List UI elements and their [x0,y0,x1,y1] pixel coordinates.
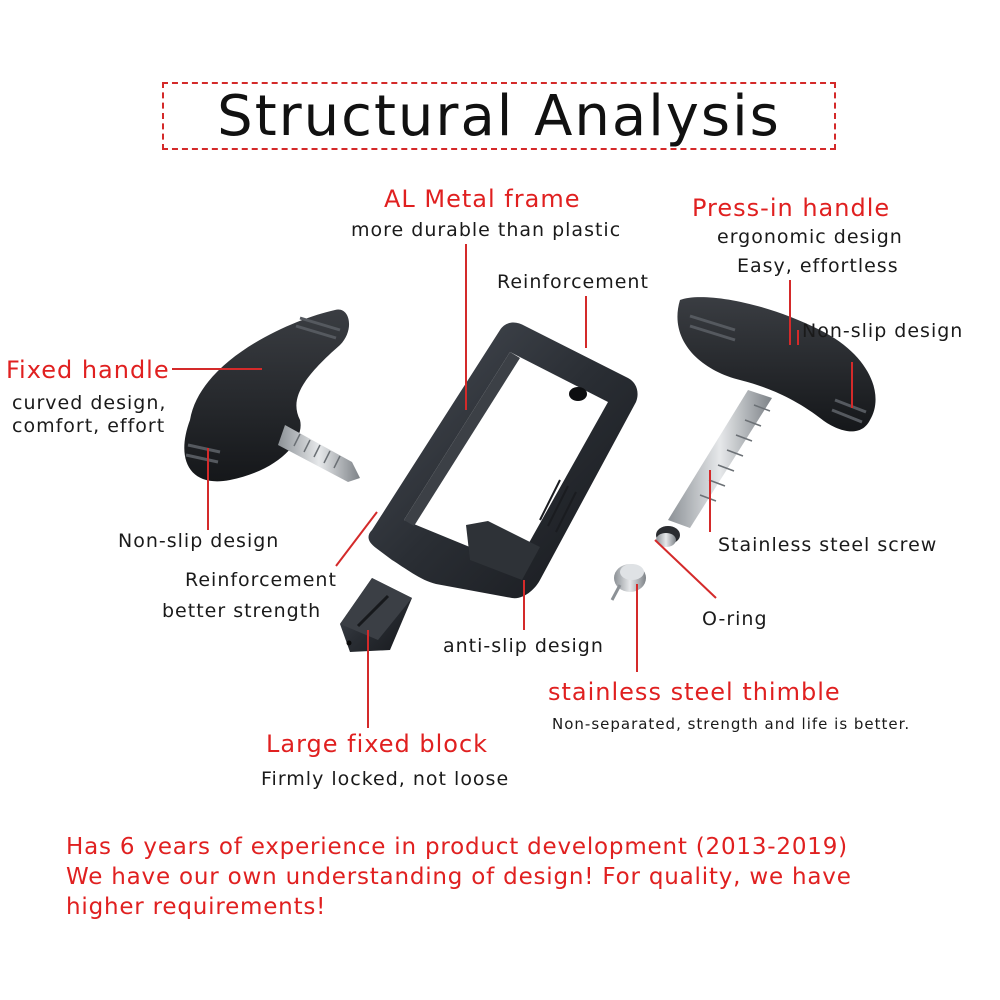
anti-slip-label: anti-slip design [443,635,604,657]
fixed-handle-subtitle-1: curved design, [12,392,167,414]
reinforcement-top-label: Reinforcement [497,271,649,293]
press-handle-subtitle-2: Easy, effortless [737,255,899,277]
fixed-handle-part [184,309,350,482]
block-title: Large fixed block [266,730,489,758]
fixed-handle-title: Fixed handle [6,356,170,384]
stainless-steel-screw-part [656,390,772,547]
press-handle-title: Press-in handle [692,194,891,222]
fixed-handle-screw [278,425,360,482]
reinforcement-left-subtitle: better strength [162,600,322,622]
thimble-subtitle: Non-separated, strength and life is bett… [552,715,911,733]
footer-line-1: Has 6 years of experience in product dev… [66,834,848,860]
steel-thimble-part [610,564,646,601]
al-frame-subtitle: more durable than plastic [351,219,622,241]
press-handle-subtitle-1: ergonomic design [717,226,903,248]
footer-line-2: We have our own understanding of design!… [66,864,852,890]
press-in-handle-part [677,297,876,432]
thimble-title: stainless steel thimble [548,678,841,706]
block-subtitle: Firmly locked, not loose [261,768,510,790]
non-slip-left-label: Non-slip design [118,530,280,552]
al-frame-title: AL Metal frame [384,185,581,213]
non-slip-right-label: Non-slip design [802,320,964,342]
al-metal-frame-part [368,322,638,599]
footer-line-3: higher requirements! [66,894,327,920]
page-title: Structural Analysis [217,83,781,149]
large-fixed-block-part [340,578,412,652]
o-ring-label: O-ring [702,608,768,630]
leader-lines [172,244,853,728]
stainless-screw-label: Stainless steel screw [718,534,938,556]
fixed-handle-subtitle-2: comfort, effort [12,415,166,437]
footer-text: Has 6 years of experience in product dev… [66,832,966,922]
title-box: Structural Analysis [162,82,836,150]
reinforcement-left-label: Reinforcement [185,569,337,591]
